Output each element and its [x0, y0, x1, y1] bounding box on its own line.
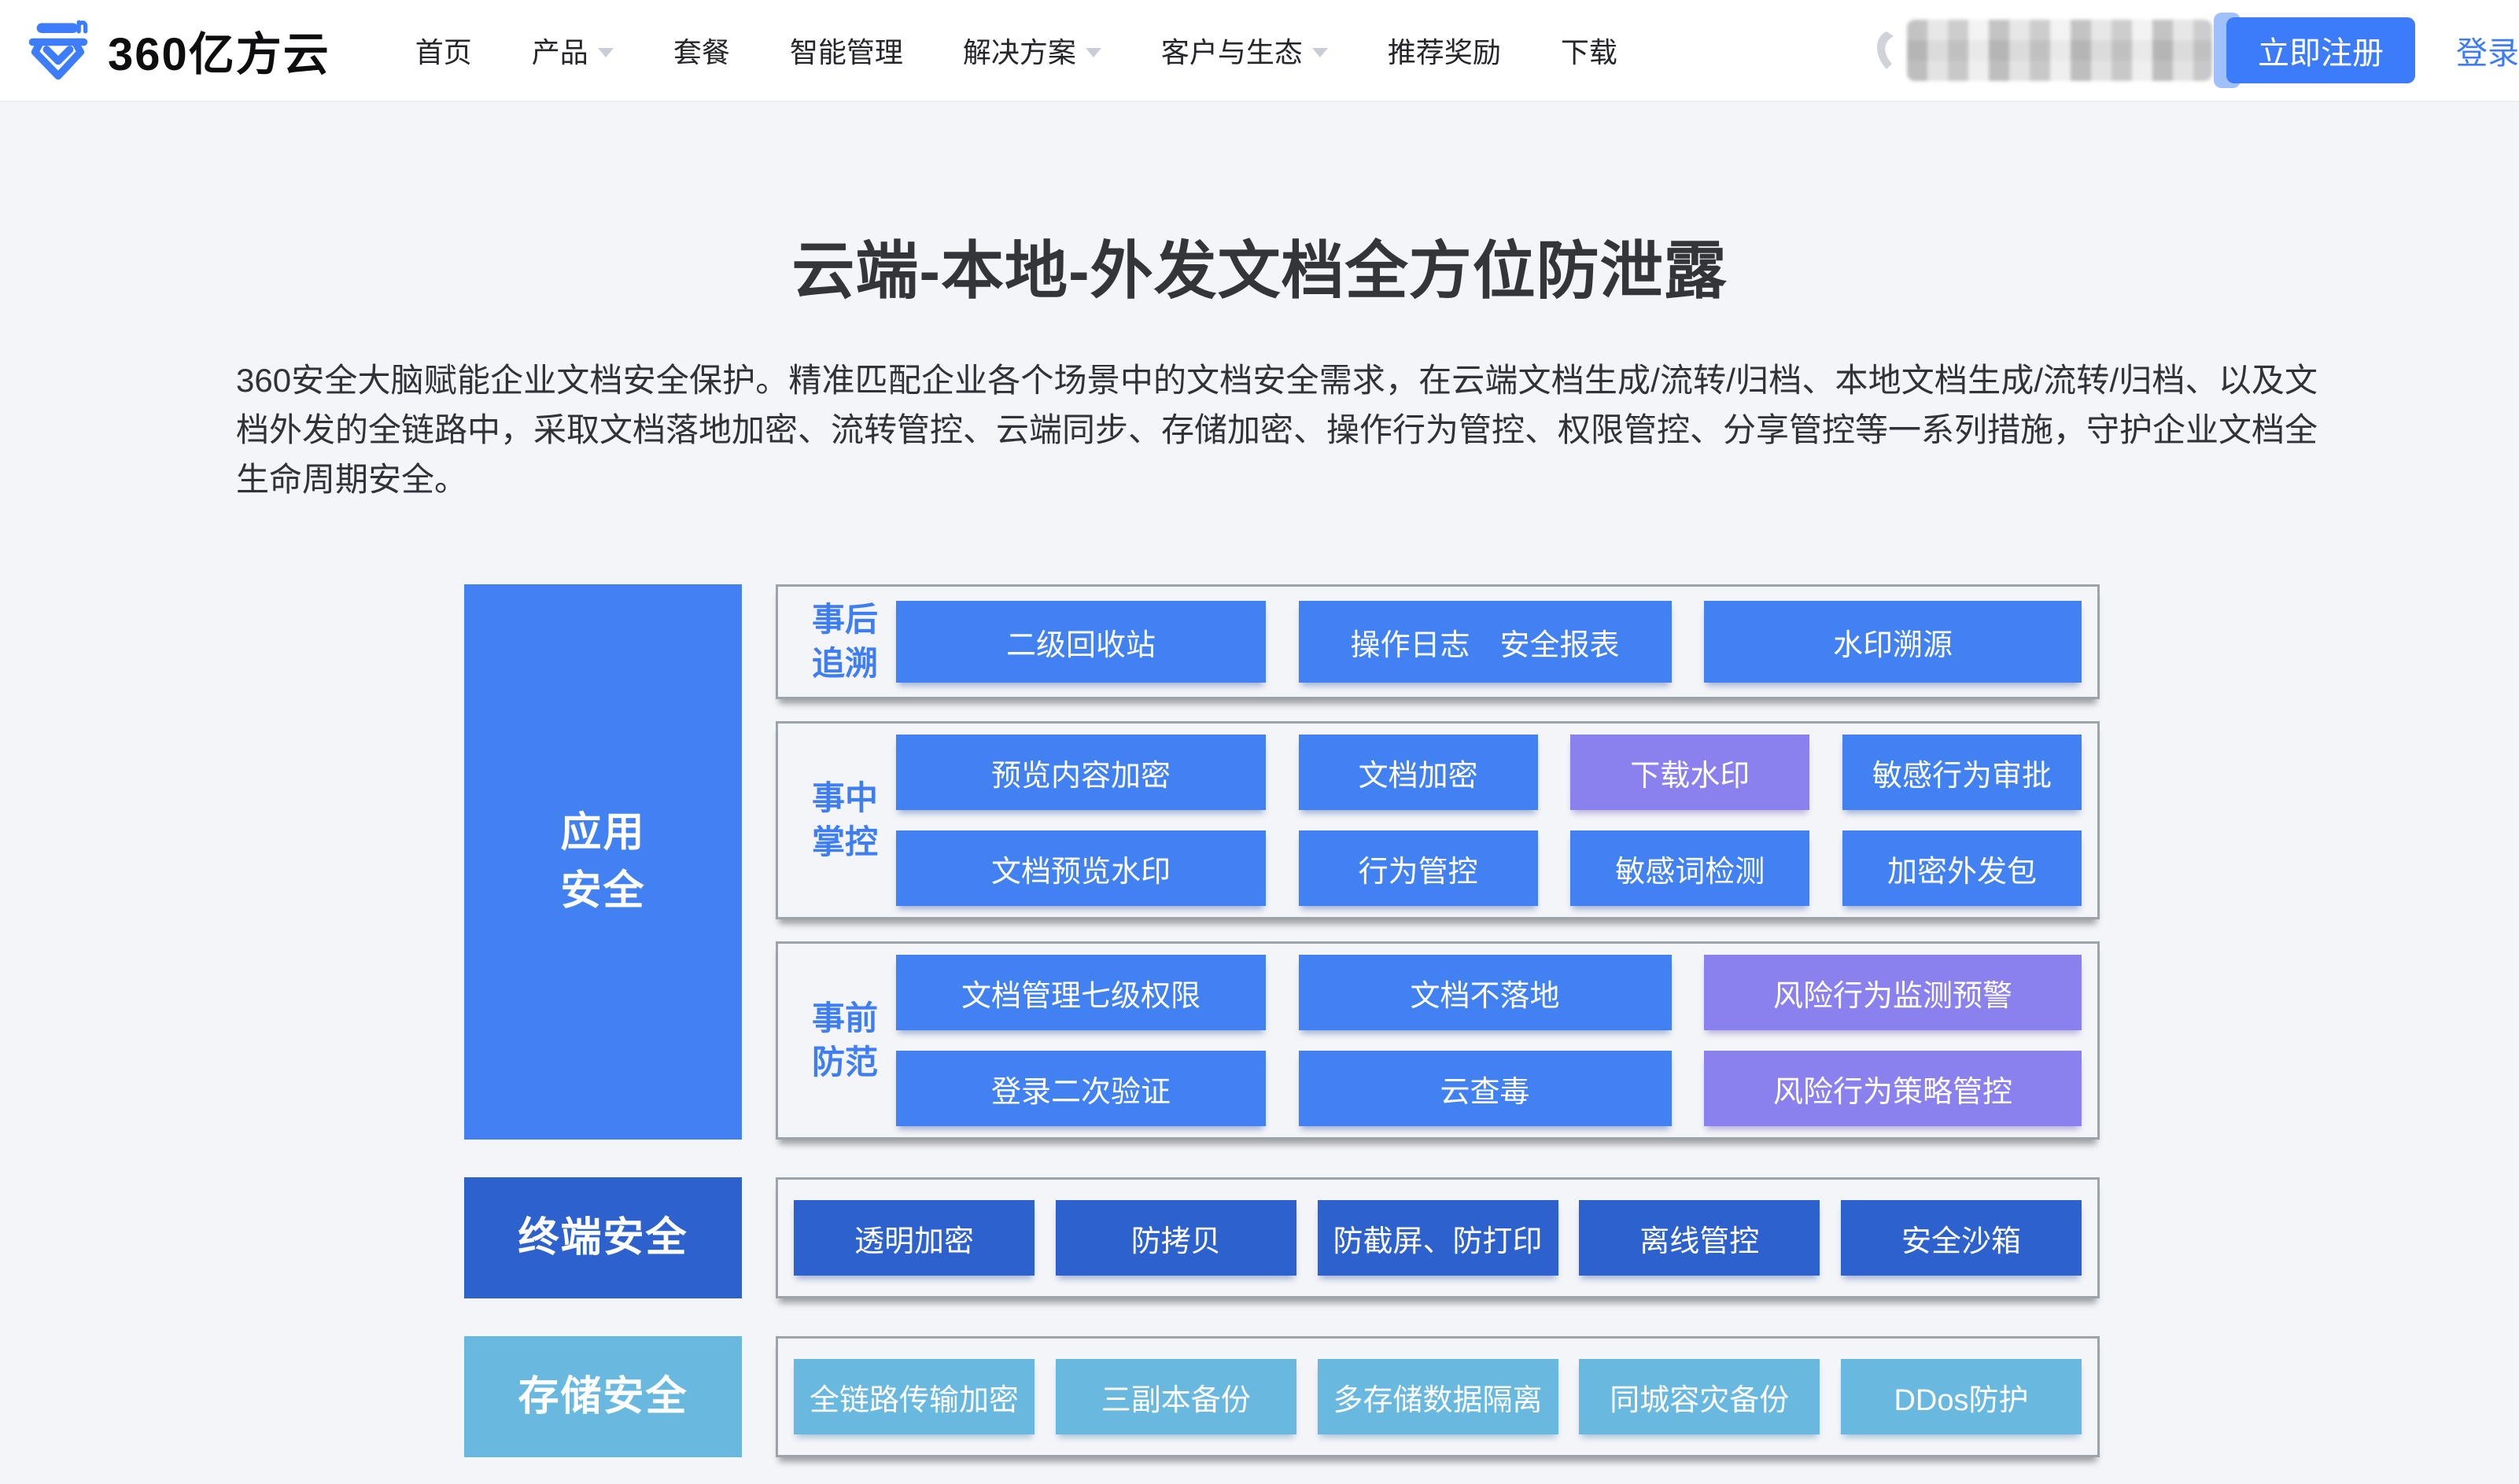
login-link[interactable]: 登录	[2456, 36, 2519, 71]
feature-box: 敏感行为审批	[1842, 735, 2082, 810]
feature-box: 行为管控	[1298, 830, 1538, 906]
feature-box: 文档加密	[1298, 735, 1538, 810]
feature-box: 安全沙箱	[1841, 1200, 2082, 1276]
feature-box: 操作日志 安全报表	[1298, 601, 1672, 683]
top-nav-bar: 360亿方云 首页 产品 套餐 智能管理 解决方案 客户与生态 推荐奖励 下载	[0, 0, 2519, 102]
nav-item-plans[interactable]: 套餐	[673, 36, 730, 68]
feature-box: 三副本备份	[1055, 1359, 1296, 1434]
nav-item-smart-management[interactable]: 智能管理	[789, 36, 903, 68]
feature-box: 敏感词检测	[1570, 830, 1810, 906]
category-application-security: 应用 安全	[464, 584, 742, 1140]
feature-box: 加密外发包	[1842, 830, 2082, 906]
feature-box: 云查毒	[1298, 1051, 1672, 1126]
feature-box: 风险行为监测预警	[1704, 955, 2082, 1030]
group-pre-event-prevention: 事前 防范 文档管理七级权限 文档不落地 风险行为监测预警 登录二次验证 云查毒…	[776, 941, 2100, 1140]
register-button[interactable]: 立即注册	[2226, 17, 2415, 83]
group-terminal-security-features: 透明加密 防拷贝 防截屏、防打印 离线管控 安全沙箱	[776, 1177, 2100, 1298]
group-storage-security-features: 全链路传输加密 三副本备份 多存储数据隔离 同城容灾备份 DDos防护	[776, 1336, 2100, 1457]
phone-icon	[1877, 31, 1894, 69]
feature-box: 全链路传输加密	[794, 1359, 1035, 1434]
nav-item-download[interactable]: 下载	[1560, 36, 1617, 68]
page-title: 云端-本地-外发文档全方位防泄露	[791, 236, 1728, 306]
group-label: 事中 掌控	[811, 779, 878, 860]
nav-item-customers-ecosystem[interactable]: 客户与生态	[1161, 30, 1328, 71]
feature-box: 风险行为策略管控	[1704, 1051, 2082, 1126]
logo-text: 360亿方云	[108, 29, 330, 80]
feature-box: 水印溯源	[1704, 601, 2082, 683]
main-content: 云端-本地-外发文档全方位防泄露 360安全大脑赋能企业文档安全保护。精准匹配企…	[0, 220, 2519, 1457]
header-right: 立即注册 登录	[1869, 13, 2519, 88]
chevron-down-icon	[597, 48, 614, 57]
feature-box: 二级回收站	[896, 601, 1266, 683]
feature-box: 透明加密	[794, 1200, 1035, 1276]
feature-box: 文档不落地	[1298, 955, 1672, 1030]
feature-box: 同城容灾备份	[1579, 1359, 1820, 1434]
application-security-row: 应用 安全 事后 追溯 二级回收站 操作日志 安全报表 水印溯源	[464, 584, 2100, 1140]
logo-icon	[28, 20, 88, 80]
blurred-phone-number	[1907, 20, 2212, 81]
terminal-security-row: 终端安全 透明加密 防拷贝 防截屏、防打印 离线管控 安全沙箱	[464, 1177, 2100, 1298]
main-nav: 首页 产品 套餐 智能管理 解决方案 客户与生态 推荐奖励 下载	[415, 30, 1617, 71]
nav-item-solutions[interactable]: 解决方案	[963, 30, 1101, 71]
group-label: 事后 追溯	[811, 601, 878, 682]
feature-box: 防拷贝	[1055, 1200, 1296, 1276]
feature-box: 登录二次验证	[896, 1051, 1266, 1126]
logo[interactable]: 360亿方云	[26, 17, 330, 83]
security-matrix-diagram: 应用 安全 事后 追溯 二级回收站 操作日志 安全报表 水印溯源	[464, 584, 2100, 1457]
category-storage-security: 存储安全	[464, 1336, 742, 1457]
group-in-process-control: 事中 掌控 预览内容加密 文档加密 下载水印 敏感行为审批 文档预览水印 行为管…	[776, 721, 2100, 919]
storage-security-row: 存储安全 全链路传输加密 三副本备份 多存储数据隔离 同城容灾备份 DDos防护	[464, 1336, 2100, 1457]
group-label: 事前 防范	[811, 1000, 878, 1081]
feature-box: 文档预览水印	[896, 830, 1266, 906]
chevron-down-icon	[1085, 48, 1101, 57]
category-terminal-security: 终端安全	[464, 1177, 742, 1298]
feature-box: 多存储数据隔离	[1317, 1359, 1558, 1434]
feature-box: 预览内容加密	[896, 735, 1266, 810]
feature-box: 下载水印	[1570, 735, 1810, 810]
feature-box: DDos防护	[1841, 1359, 2082, 1434]
group-post-event-tracing: 事后 追溯 二级回收站 操作日志 安全报表 水印溯源	[776, 584, 2100, 699]
page-description: 360安全大脑赋能企业文档安全保护。精准匹配企业各个场景中的文档安全需求，在云端…	[236, 362, 2318, 498]
nav-item-products[interactable]: 产品	[532, 30, 614, 71]
chevron-down-icon	[1311, 48, 1328, 57]
nav-item-home[interactable]: 首页	[415, 36, 472, 68]
feature-box: 防截屏、防打印	[1317, 1200, 1558, 1276]
feature-box: 文档管理七级权限	[896, 955, 1266, 1030]
nav-item-referral-rewards[interactable]: 推荐奖励	[1387, 36, 1501, 68]
feature-box: 离线管控	[1579, 1200, 1820, 1276]
